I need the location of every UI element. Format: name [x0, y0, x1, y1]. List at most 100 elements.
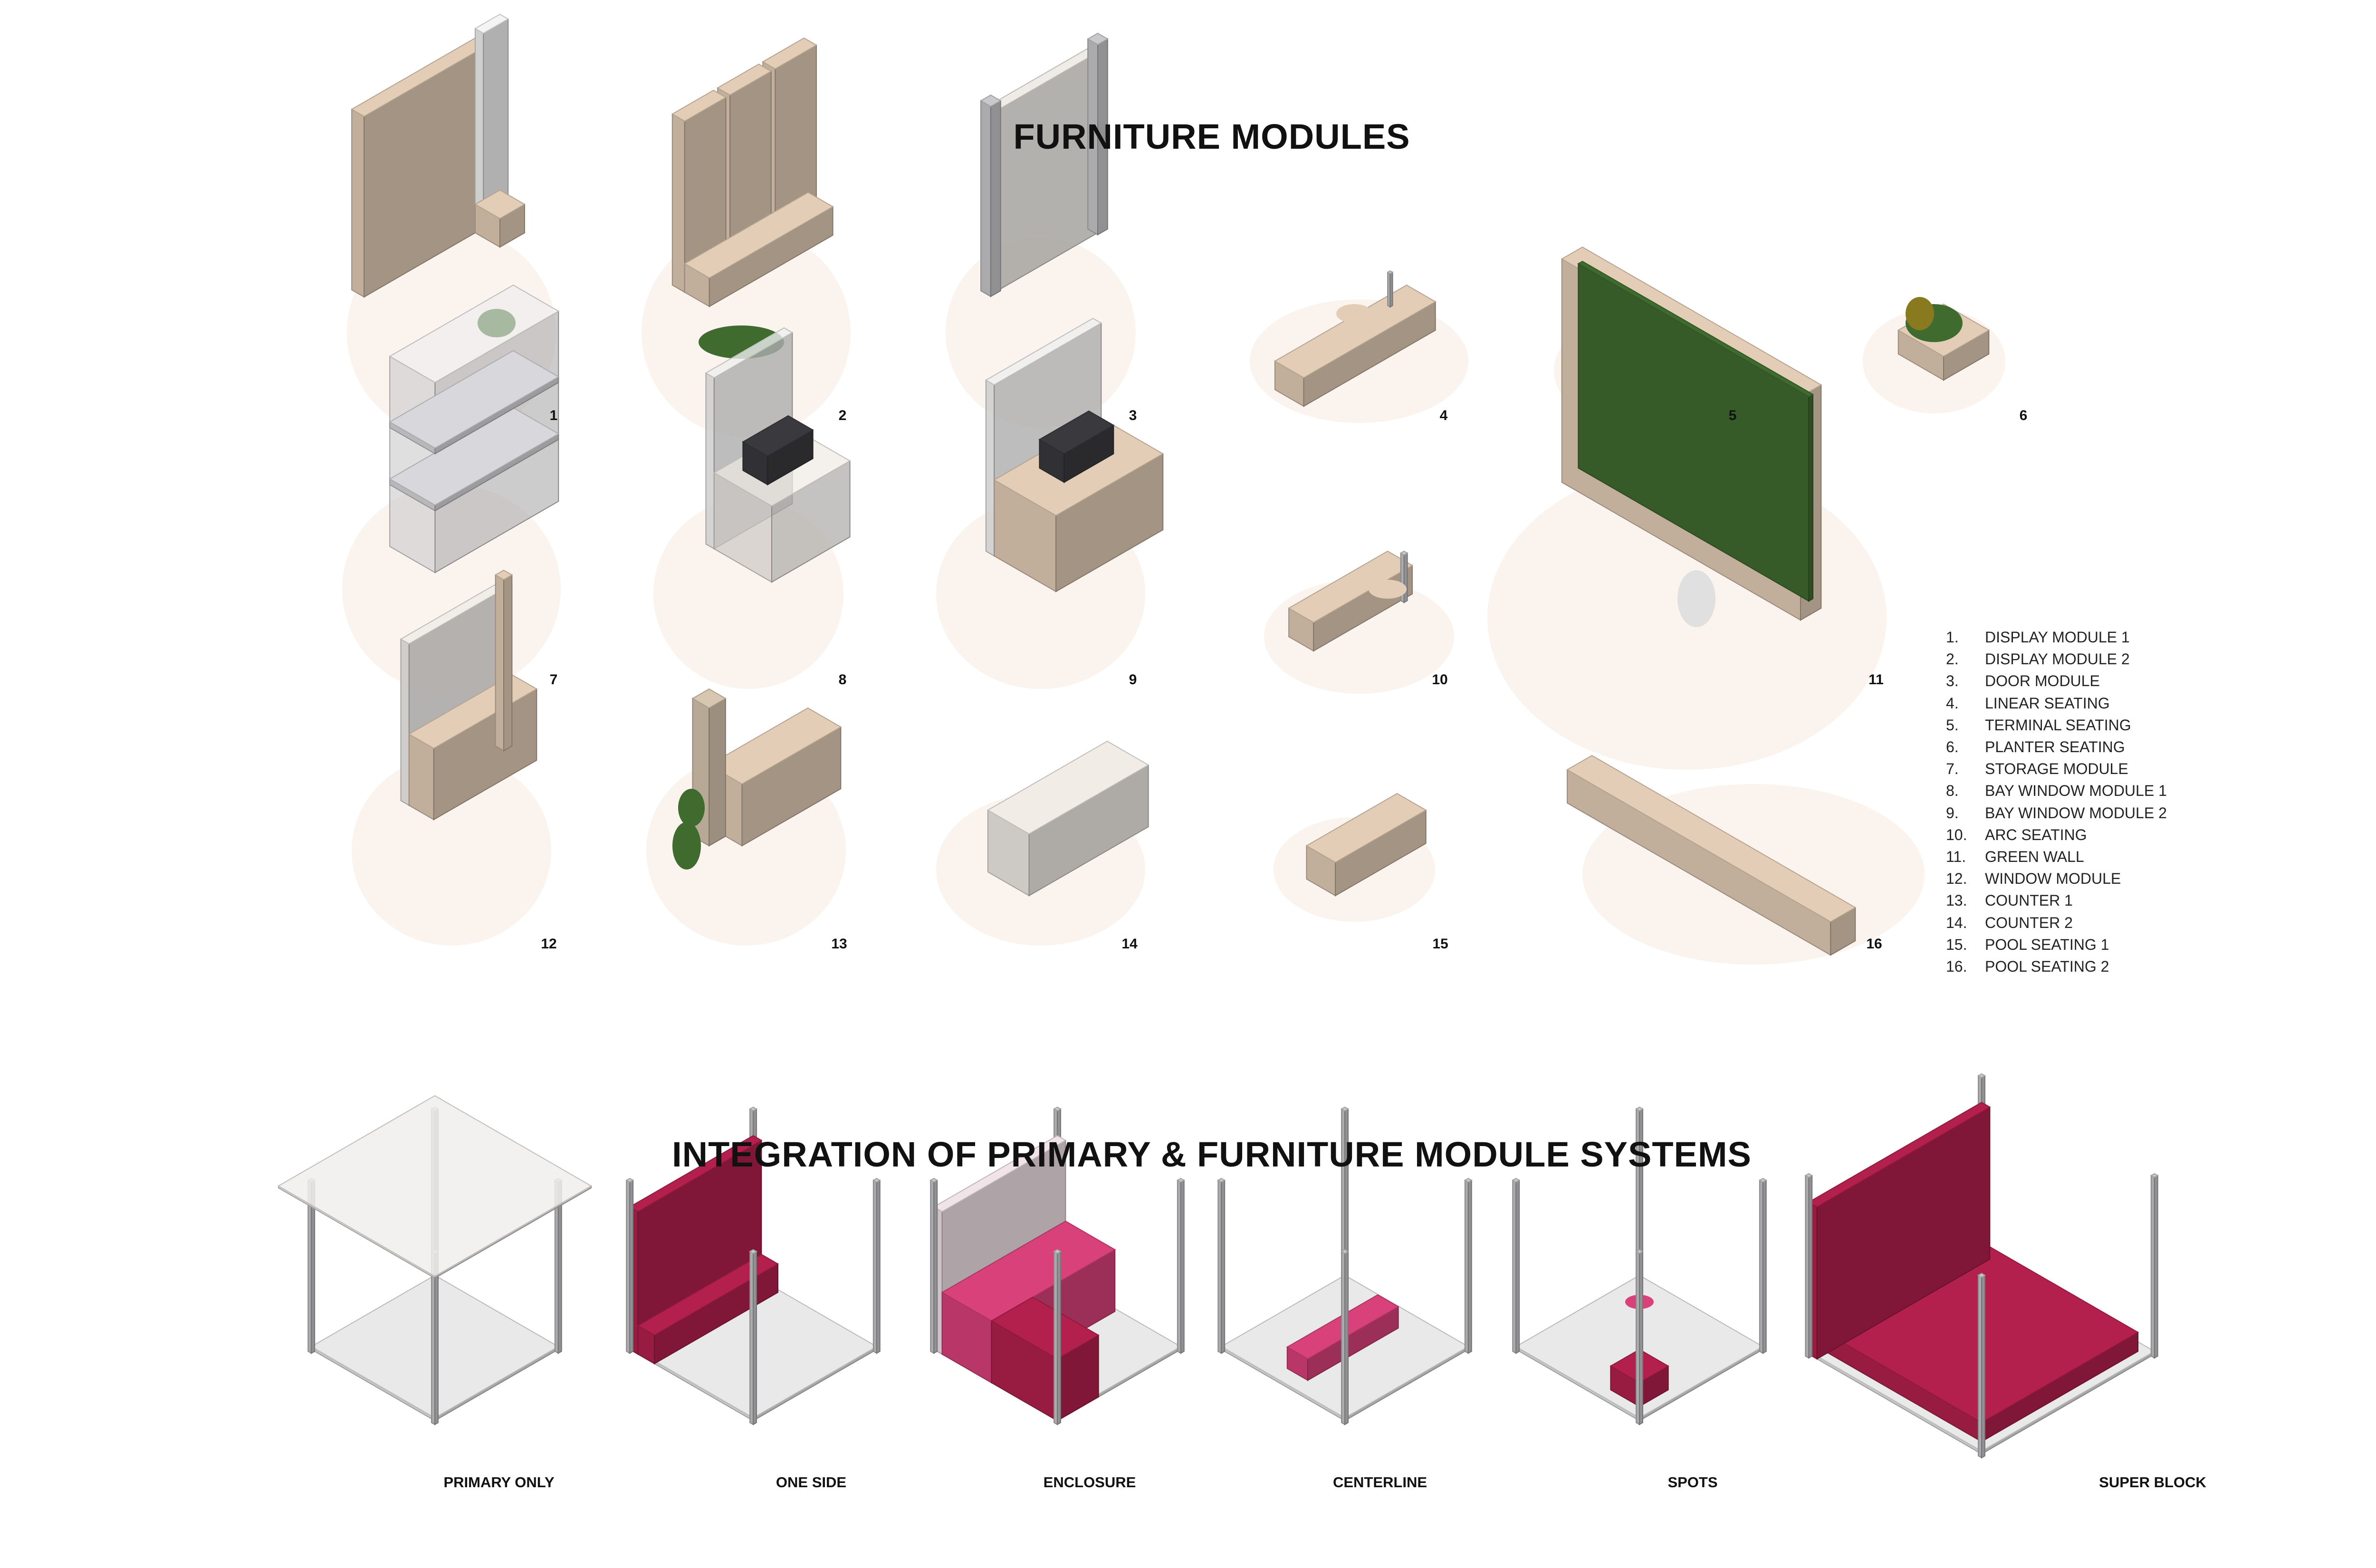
panel-top: [717, 63, 772, 96]
coffee-machine-top: [1038, 410, 1115, 455]
legend-number: 15.: [1946, 936, 1967, 953]
module-number: 1: [549, 408, 558, 423]
section-title-furniture-modules: FURNITURE MODULES: [1013, 117, 1410, 156]
post-face: [1805, 1175, 1810, 1359]
legend-item: 9. BAY WINDOW MODULE 2: [1946, 802, 2167, 824]
legend-label: PLANTER SEATING: [1985, 738, 2125, 756]
module-4-linear-seating: [1250, 270, 1468, 423]
frame-face: [503, 574, 513, 752]
frame-face: [495, 574, 504, 752]
module-11-green-wall: [1487, 246, 1887, 770]
legend-item: 5.TERMINAL SEATING: [1946, 714, 2167, 736]
module-number: 5: [1728, 408, 1737, 423]
legend-number: 8.: [1946, 782, 1959, 800]
caption-primary-only: PRIMARY ONLY: [443, 1474, 555, 1491]
legend-label: DISPLAY MODULE 1: [1985, 629, 2130, 646]
planter-rack-top: [691, 688, 727, 709]
legend-item: 7.STORAGE MODULE: [1946, 758, 2167, 780]
caption-spots: SPOTS: [1667, 1474, 1718, 1491]
panel-top: [671, 89, 727, 122]
post-top: [1635, 1249, 1644, 1254]
post-face: [1341, 1251, 1345, 1425]
shelf-top: [389, 407, 560, 506]
frame-top: [494, 569, 513, 581]
legend-item: 1.DISPLAY MODULE 1: [1946, 626, 2167, 648]
shelving-top: [389, 284, 560, 383]
table-stem-top: [1387, 270, 1394, 275]
caption-centerline: CENTERLINE: [1332, 1474, 1428, 1491]
caption-enclosure: ENCLOSURE: [1043, 1474, 1136, 1491]
frame-top: [1087, 32, 1109, 46]
bench-top: [1305, 793, 1427, 863]
post-top: [1341, 1249, 1349, 1254]
plants: [672, 822, 701, 870]
post-face: [753, 1251, 757, 1425]
post-face: [1639, 1251, 1643, 1425]
legend-item: 6. PLANTER SEATING: [1946, 736, 2167, 758]
pavilion-super-block: [1804, 1073, 2159, 1459]
pavilion-centerline: [1217, 1106, 1473, 1425]
legend-number: 6.: [1946, 738, 1959, 756]
legend-label: POOL SEATING 1: [1985, 936, 2109, 953]
post-face: [1512, 1179, 1517, 1354]
green-wall-top: [1808, 1101, 1991, 1208]
post-top: [749, 1249, 757, 1254]
planter-top: [683, 191, 834, 279]
legend-item: 10.ARC SEATING: [1946, 824, 2167, 846]
post-top: [1053, 1106, 1062, 1112]
module-10-arc-seating: [1264, 550, 1454, 694]
module-number: 14: [1121, 936, 1138, 952]
module-number: 9: [1129, 672, 1137, 688]
post-face: [1054, 1251, 1058, 1425]
legend-label: BAY WINDOW MODULE 2: [1985, 804, 2167, 822]
post-face: [1464, 1179, 1469, 1354]
post-face: [1217, 1179, 1222, 1354]
legend-item: 3.DOOR MODULE: [1946, 670, 2167, 692]
window-wall-top: [933, 1135, 1067, 1213]
panel-top: [762, 37, 817, 70]
legend-number: 13.: [1946, 892, 1967, 909]
post-face: [1344, 1251, 1349, 1425]
module-6-planter-seating: [1863, 297, 2005, 413]
legend-item: 16.POOL SEATING 2: [1946, 956, 2167, 977]
module-number: 2: [838, 408, 847, 423]
post-top: [1635, 1106, 1644, 1112]
legend-label: GREEN WALL: [1985, 848, 2084, 866]
module-number: 15: [1432, 936, 1448, 952]
legend-number: 7.: [1946, 760, 1959, 778]
post-top: [872, 1177, 881, 1183]
legend-label: COUNTER 1: [1985, 892, 2073, 909]
window-face: [400, 638, 410, 806]
module-number: 3: [1129, 408, 1137, 423]
legend-item: 4.LINEAR SEATING: [1946, 692, 2167, 714]
post-face: [2150, 1175, 2155, 1359]
coffee-machine-top: [742, 415, 814, 457]
module-12-window-module: [352, 569, 551, 946]
post-face: [1762, 1179, 1767, 1354]
post-face: [1180, 1179, 1185, 1354]
pavilion-enclosure: [929, 1106, 1185, 1425]
post-face: [1759, 1179, 1763, 1354]
post-face: [1177, 1179, 1181, 1354]
section-title-integration: INTEGRATION OF PRIMARY & FURNITURE MODUL…: [672, 1135, 1752, 1174]
legend-number: 9.: [1946, 804, 1959, 822]
module-number: 7: [549, 672, 558, 688]
roof-top: [277, 1095, 593, 1277]
legend-number: 3.: [1946, 672, 1959, 690]
post-face: [930, 1179, 935, 1354]
post-top: [1217, 1177, 1226, 1183]
post-face: [1221, 1179, 1226, 1354]
bench-top: [1274, 284, 1437, 379]
legend-item: 12.WINDOW MODULE: [1946, 868, 2167, 889]
post-face: [933, 1179, 938, 1354]
legend-number: 14.: [1946, 914, 1967, 931]
shelf-top: [389, 350, 560, 449]
counter-top: [708, 707, 842, 785]
legend-label: TERMINAL SEATING: [1985, 716, 2131, 734]
module-number: 12: [541, 936, 557, 952]
planter-top: [637, 1253, 779, 1336]
post-top: [2150, 1173, 2159, 1178]
module-16-pool-seating-2: [1566, 755, 1925, 965]
